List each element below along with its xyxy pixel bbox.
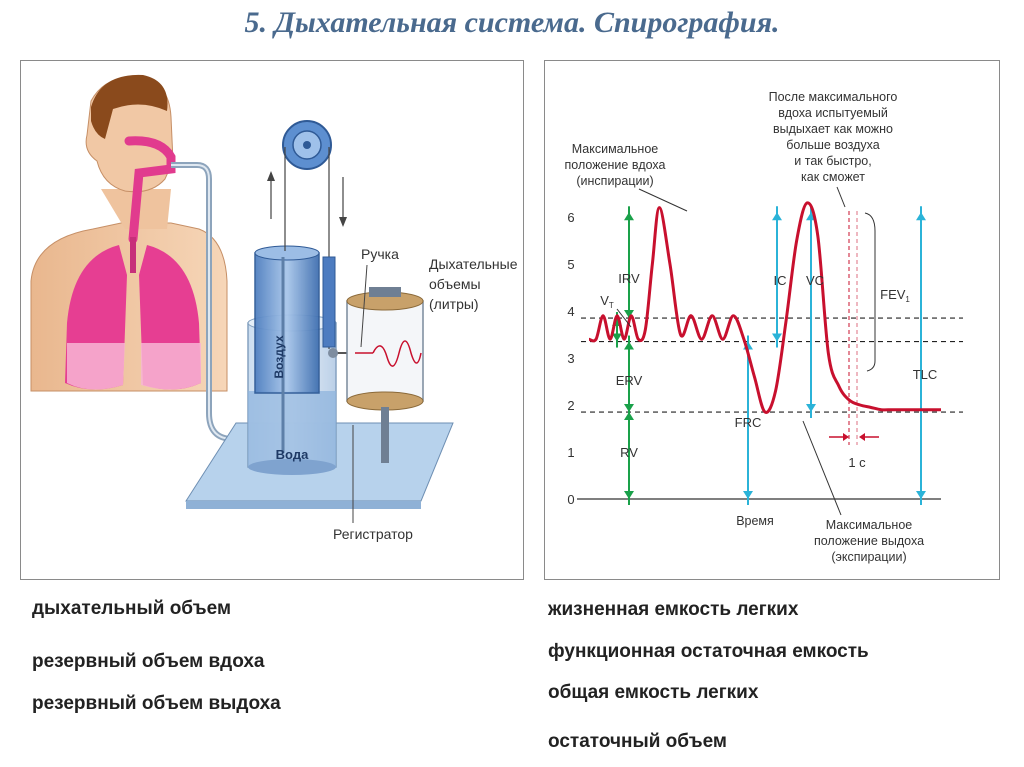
y-tick-5: 5 (567, 257, 574, 272)
y-tick-0: 0 (567, 492, 574, 507)
label-vt: VT (600, 293, 614, 310)
label-volumes-3: (литры) (429, 296, 479, 312)
ann-after-max-4: больше воздуха (786, 138, 880, 152)
spirogram-curve (588, 201, 941, 414)
label-pen: Ручка (361, 246, 399, 262)
caption-tidal-volume: дыхательный объем (32, 598, 232, 619)
ann-after-max-3: выдыхает как можно (773, 122, 893, 136)
label-one-sec: 1 с (848, 455, 866, 470)
x-axis-label: Время (736, 514, 774, 528)
caption-vc: жизненная емкость легких (548, 599, 799, 620)
caption-frc: функционная остаточная емкость (548, 641, 869, 662)
ann-after-max-2: вдоха испытуемый (778, 106, 888, 120)
ann-after-max-6: как сможет (801, 170, 865, 184)
ann-max-insp-3: (инспирации) (576, 174, 653, 188)
label-fev: FEV1 (880, 287, 910, 304)
arrow-tlc (916, 206, 926, 505)
y-tick-3: 3 (567, 351, 574, 366)
apparatus-panel: Воздух Вода Ручка Дыхательные объемы (ли (20, 60, 524, 580)
y-tick-2: 2 (567, 398, 574, 413)
y-tick-1: 1 (567, 445, 574, 460)
ann-after-max-1: После максимального (769, 90, 898, 104)
arrow-ic (772, 206, 782, 348)
page-title: 5. Дыхательная система. Спирография. (244, 6, 780, 39)
spirogram-chart: 0 1 2 3 4 5 6 Максимальное положение вдоха (ин… (565, 90, 963, 564)
ann-max-exp-1: Максимальное (826, 518, 913, 532)
person-figure (30, 74, 228, 392)
caption-rv: остаточный объем (548, 731, 727, 752)
label-irv: IRV (618, 271, 640, 286)
label-recorder: Регистратор (333, 526, 413, 542)
label-water: Вода (276, 447, 309, 462)
ann-max-insp-2: положение вдоха (565, 158, 666, 172)
ann-max-insp-1: Максимальное (572, 142, 659, 156)
apparatus-illustration: Воздух Вода Ручка Дыхательные объемы (ли (30, 74, 518, 542)
label-tlc: TLC (913, 367, 938, 382)
y-tick-4: 4 (567, 304, 574, 319)
pulley-icon (282, 120, 332, 170)
arrow-rv (624, 406, 634, 505)
label-volumes-1: Дыхательные (429, 256, 518, 272)
caption-erv: резервный объем выдоха (32, 693, 281, 714)
y-tick-6: 6 (567, 210, 574, 225)
label-frc: FRC (735, 415, 762, 430)
label-rv: RV (620, 445, 638, 460)
spirogram-panel: 0 1 2 3 4 5 6 Максимальное положение вдоха (ин… (544, 60, 1000, 580)
caption-tlc: общая емкость легких (548, 682, 759, 703)
arrow-irv (624, 206, 634, 325)
label-vc: VC (806, 273, 824, 288)
ann-max-exp-3: (экспирации) (831, 550, 906, 564)
caption-irv: резервный объем вдоха (32, 651, 265, 672)
label-erv: ERV (616, 373, 643, 388)
arrow-vc (806, 206, 816, 419)
ann-max-exp-2: положение выдоха (814, 534, 924, 548)
label-ic: IC (774, 273, 787, 288)
label-air: Воздух (272, 335, 286, 378)
ann-after-max-5: и так быстро, (794, 154, 871, 168)
label-volumes-2: объемы (429, 276, 481, 292)
